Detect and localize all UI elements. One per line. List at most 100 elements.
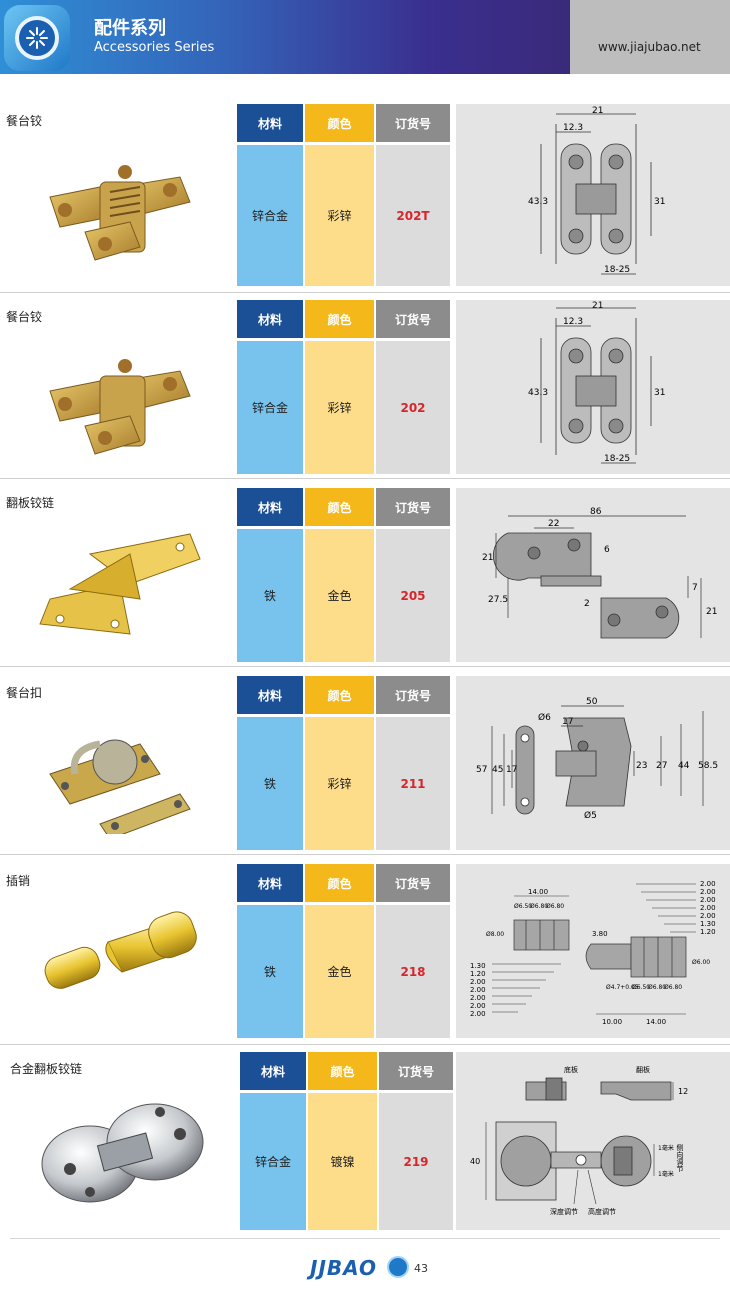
dim-label: 57 [476,765,487,775]
header-order-no: 订货号 [376,488,450,526]
dim-label: 1.20 [470,970,486,978]
dim-label: 44 [678,761,690,771]
brand-badge-icon [387,1256,409,1278]
header-material: 材料 [237,300,303,338]
spec-table: 材料 颜色 订货号 铁 彩锌 211 [237,676,450,850]
dim-label: Ø6.80 [664,984,682,991]
section-divider [0,292,730,293]
dim-label: 58.5 [698,761,718,771]
dimension-diagram: 21 12.3 43.3 31 18-25 [456,300,730,474]
dim-label: 23 [636,761,647,771]
dim-label: Ø5 [584,810,597,821]
section-divider [0,1044,730,1045]
section-divider [0,666,730,667]
dim-label: 21 [706,607,717,617]
dim-label: 22 [548,519,559,529]
dim-label: 12.3 [563,317,583,327]
hinge-photo [49,359,191,455]
order-no-cell: 219 [379,1093,453,1230]
header-color: 颜色 [305,300,374,338]
header-order-no: 订货号 [376,104,450,142]
dim-label: Ø6.50 [632,984,650,991]
dim-label: 31 [654,197,665,207]
dim-label: 6 [604,545,610,555]
dim-label: 12.3 [563,123,583,133]
website-link[interactable]: www.jiajubao.net [598,40,701,54]
product-name: 插销 [6,874,31,888]
dim-label: Ø6 [538,712,551,723]
dim-label: 2.00 [470,1010,486,1018]
dim-label: 2 [584,599,590,609]
dim-label: 14.00 [646,1018,666,1026]
dim-label: 1.20 [700,928,716,936]
product-name: 餐台铰 [6,114,43,128]
header-material: 材料 [237,488,303,526]
header-order-no: 订货号 [376,300,450,338]
material-cell: 锌合金 [237,341,303,474]
dim-label: 1.30 [700,920,716,928]
product-section-202: 餐台铰 材料 颜色 订货号 锌合金 彩锌 202 [0,298,730,479]
product-name: 合金翻板铰链 [10,1062,83,1076]
material-cell: 铁 [237,905,303,1038]
header-color: 颜色 [305,864,374,902]
dim-label: 17 [506,765,517,775]
dim-label: 1.30 [470,962,486,970]
dim-label: 深度调节 [550,1207,578,1216]
dim-label: 50 [586,697,598,707]
product-name: 餐台铰 [6,310,43,324]
dim-label: 2.00 [470,978,486,986]
flap-hinge-photo [39,533,201,635]
dim-label: 2.00 [700,880,716,888]
brand-logo-icon [4,5,70,71]
dim-label: 2.00 [470,986,486,994]
material-cell: 铁 [237,529,303,662]
header-color: 颜色 [305,488,374,526]
page-number: 43 [414,1262,428,1275]
dim-label: 10.00 [602,1018,622,1026]
product-section-205: 翻板铰链 材料 颜色 订货号 铁 金色 205 [0,486,730,667]
header-material: 材料 [240,1052,306,1090]
dim-label: 12 [678,1087,688,1096]
header-order-no: 订货号 [376,864,450,902]
page-title: 配件系列 [94,18,166,39]
dim-label: 2.00 [700,904,716,912]
header-color: 颜色 [308,1052,377,1090]
dim-label: 翻板 [636,1065,650,1074]
spec-table: 材料 颜色 订货号 锌合金 彩锌 202T [237,104,450,286]
table-latch-photo [49,739,191,834]
hinge-photo [49,165,191,261]
dim-label: 2.00 [700,912,716,920]
dim-label: 2.00 [700,896,716,904]
spec-table: 材料 颜色 订货号 铁 金色 205 [237,488,450,662]
dim-label: 21 [592,106,603,116]
dim-label: 高度调节 [588,1207,616,1216]
alloy-flap-hinge-photo [41,1103,204,1203]
dim-label: 21 [592,301,603,311]
material-cell: 铁 [237,717,303,850]
dim-label: Ø4.7+0.05 [606,984,639,991]
dim-label: 43.3 [528,197,548,207]
dim-label: 86 [590,507,602,517]
dim-label: Ø6.80 [530,903,548,910]
dim-label: 27.5 [488,595,508,605]
dimension-diagram: 21 12.3 43.3 31 18-25 [456,104,730,286]
dim-label: 17 [562,717,573,727]
color-cell: 金色 [305,905,374,1038]
dim-label: Ø6.80 [546,903,564,910]
color-cell: 金色 [305,529,374,662]
dim-label: 27 [656,761,667,771]
header-order-no: 订货号 [376,676,450,714]
dim-label: 14.00 [528,888,548,896]
dim-label: Ø6.80 [648,984,666,991]
dimension-diagram: 底板 翻板 12 40 1毫米 侧向调节 1毫米 深度调节 高度调节 [456,1052,730,1230]
dim-label: 45 [492,765,503,775]
color-cell: 彩锌 [305,717,374,850]
dowel-pin-photo [44,911,197,989]
header-color: 颜色 [305,104,374,142]
page-header: 配件系列 Accessories Series www.jiajubao.net [0,0,730,74]
order-no-cell: 211 [376,717,450,850]
dimension-diagram: 86 22 6 21 27.5 2 7 21 [456,488,730,662]
dim-label: 7 [692,583,698,593]
page-subtitle: Accessories Series [94,40,215,55]
header-material: 材料 [237,864,303,902]
